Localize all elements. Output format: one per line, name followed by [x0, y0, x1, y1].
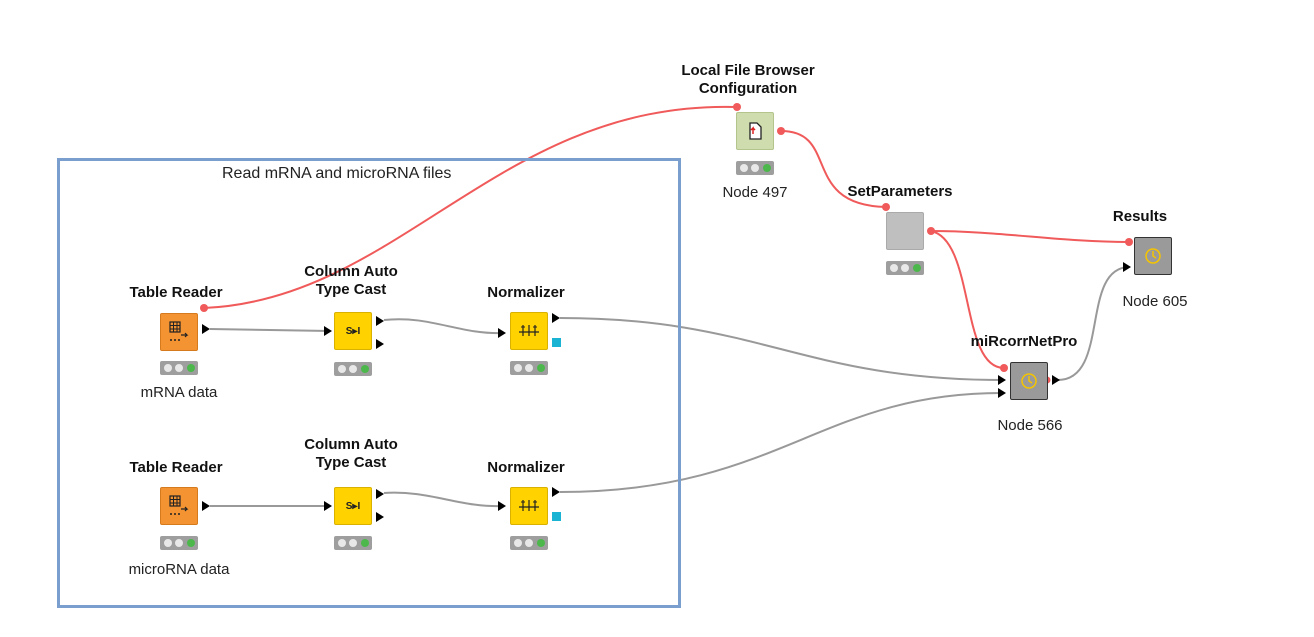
in-port[interactable] [324, 501, 332, 511]
flow-port[interactable] [882, 203, 890, 211]
flow-port[interactable] [200, 304, 208, 312]
table-reader-icon [169, 495, 189, 515]
node-title-normalizer-1: Normalizer [487, 284, 565, 301]
flow-port[interactable] [1125, 238, 1133, 246]
flow-connection-set-parameters-to-results[interactable] [930, 230, 1130, 243]
in-port[interactable] [998, 388, 1006, 398]
node-title-normalizer-2: Normalizer [487, 459, 565, 476]
flow-port[interactable] [1000, 364, 1008, 372]
data-connection-normalizer2-to-mircorrnetpro[interactable] [559, 391, 1005, 493]
flow-port[interactable] [733, 103, 741, 111]
node-title-column-auto-type-cast-1: Column Auto Type Cast [304, 263, 398, 298]
table-reader-node-1[interactable] [160, 313, 198, 351]
node-title-mircorrnetpro: miRcorrNetPro [970, 333, 1078, 350]
out-port[interactable] [376, 512, 384, 522]
flow-connection-file-browser-to-table-reader[interactable] [203, 105, 738, 309]
local-file-browser-configuration-node[interactable] [736, 112, 774, 150]
node-label-microrna-data[interactable]: microRNA data [128, 561, 230, 578]
data-connection-mircorrnetpro-to-results[interactable] [1057, 266, 1130, 381]
node-label-mrna-data[interactable]: mRNA data [140, 384, 218, 401]
node-label-node-566[interactable]: Node 566 [997, 417, 1063, 434]
node-title-setparameters: SetParameters [847, 183, 953, 200]
in-port[interactable] [498, 328, 506, 338]
out-port[interactable] [552, 487, 560, 497]
model-out-port[interactable] [552, 338, 561, 347]
node-status-traffic-light [334, 362, 372, 376]
column-auto-type-cast-node-2[interactable]: S▸I [334, 487, 372, 525]
table-reader-node-2[interactable] [160, 487, 198, 525]
in-port[interactable] [324, 326, 332, 336]
out-port[interactable] [376, 316, 384, 326]
out-port[interactable] [376, 339, 384, 349]
data-connection-normalizer1-to-mircorrnetpro[interactable] [559, 317, 1005, 381]
node-status-traffic-light [510, 361, 548, 375]
data-connection-cast2-to-normalizer2[interactable] [383, 491, 505, 508]
flow-connection-file-browser-to-set-parameters[interactable] [780, 130, 887, 208]
out-port[interactable] [552, 313, 560, 323]
data-connection-reader1-to-cast1[interactable] [209, 328, 331, 332]
annotation-text: Read mRNA and microRNA files [222, 165, 452, 182]
normalizer-node-2[interactable] [510, 487, 548, 525]
node-title-local-file-browser-configuration: Local File Browser Configuration [681, 62, 815, 97]
node-status-traffic-light [160, 536, 198, 550]
clock-icon [1021, 373, 1037, 389]
results-node[interactable] [1134, 237, 1172, 275]
mircorrnetpro-node[interactable] [1010, 362, 1048, 400]
out-port[interactable] [202, 324, 210, 334]
node-status-traffic-light [736, 161, 774, 175]
model-out-port[interactable] [552, 512, 561, 521]
normalizer-node-1[interactable] [510, 312, 548, 350]
clock-icon [1145, 248, 1161, 264]
node-title-column-auto-type-cast-2: Column Auto Type Cast [304, 436, 398, 471]
node-status-traffic-light [886, 261, 924, 275]
flow-port[interactable] [777, 127, 785, 135]
node-title-table-reader-1: Table Reader [129, 284, 223, 301]
table-reader-icon [169, 321, 189, 341]
type-cast-icon: S▸I [345, 500, 361, 512]
out-port[interactable] [202, 501, 210, 511]
column-auto-type-cast-node-1[interactable]: S▸I [334, 312, 372, 350]
setparameters-node[interactable] [886, 212, 924, 250]
node-status-traffic-light [334, 536, 372, 550]
out-port[interactable] [1052, 375, 1060, 385]
in-port[interactable] [1123, 262, 1131, 272]
in-port[interactable] [498, 501, 506, 511]
node-status-traffic-light [160, 361, 198, 375]
out-port[interactable] [376, 489, 384, 499]
flow-connection-set-parameters-to-mircorrnetpro[interactable] [930, 230, 1005, 369]
annotation-box[interactable] [57, 158, 681, 608]
in-port[interactable] [998, 375, 1006, 385]
node-title-table-reader-2: Table Reader [129, 459, 223, 476]
node-status-traffic-light [510, 536, 548, 550]
normalizer-icon [519, 325, 539, 336]
file-browser-icon [749, 122, 762, 140]
node-label-node-497[interactable]: Node 497 [722, 184, 788, 201]
node-label-node-605[interactable]: Node 605 [1122, 293, 1188, 310]
normalizer-icon [519, 500, 539, 511]
node-title-results: Results [1112, 208, 1168, 225]
type-cast-icon: S▸I [345, 325, 361, 337]
flow-port[interactable] [927, 227, 935, 235]
data-connection-cast1-to-normalizer1[interactable] [383, 318, 505, 335]
